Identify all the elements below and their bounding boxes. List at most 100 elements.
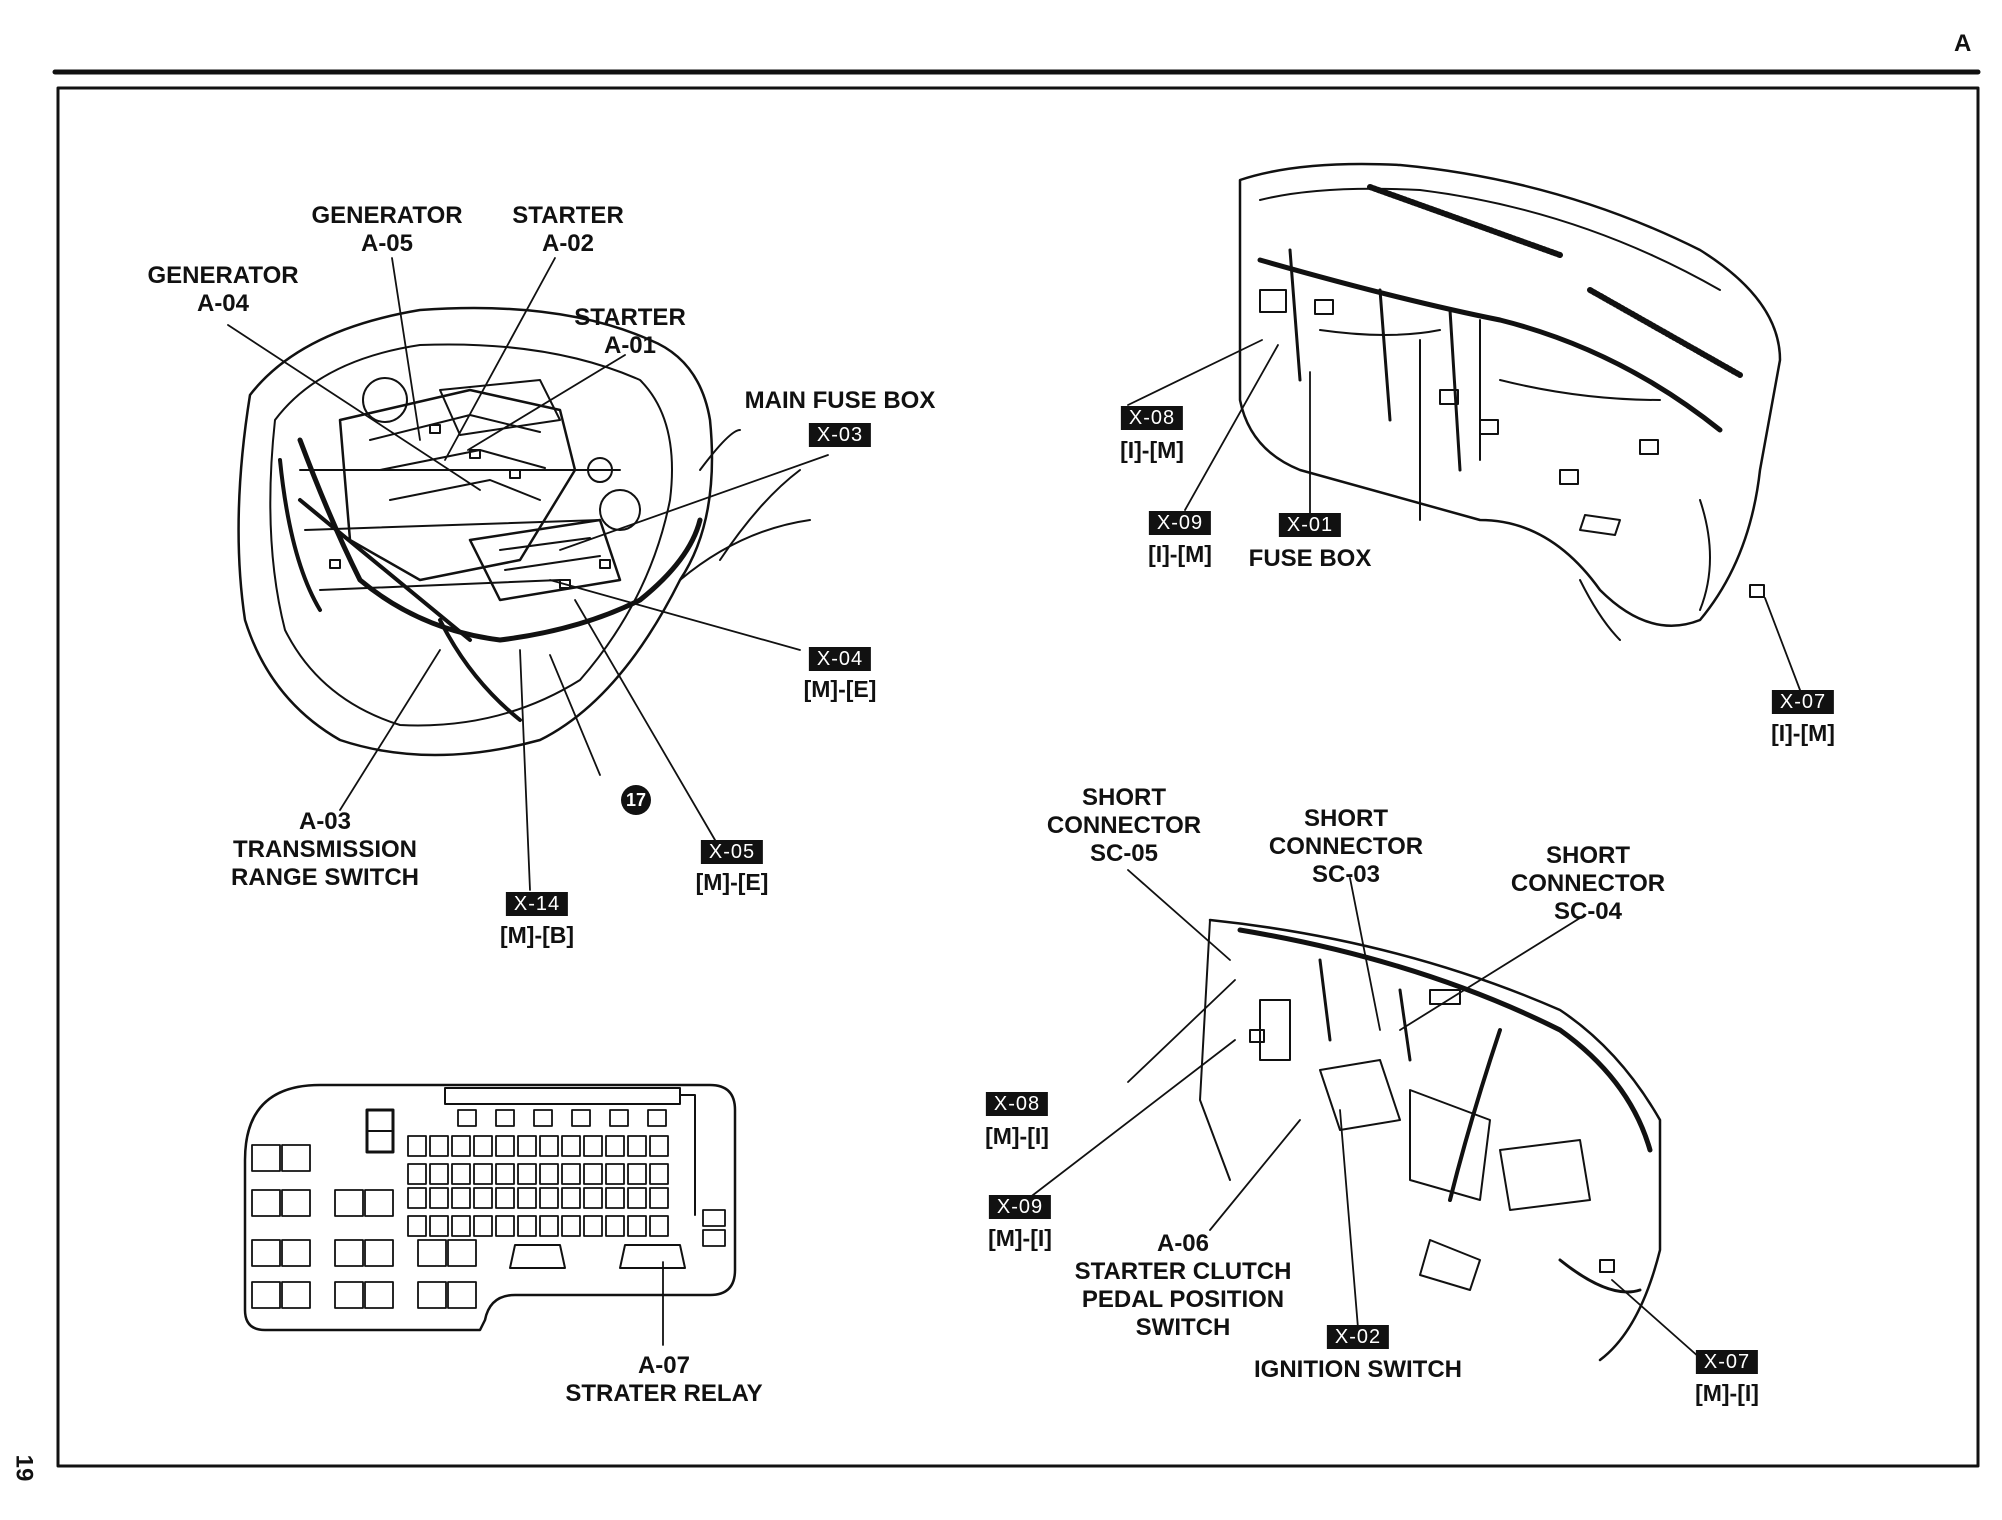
label-a07-line2: STRATER RELAY xyxy=(565,1380,763,1407)
tag-x03: X-03 xyxy=(808,423,872,447)
label-a06-line4: SWITCH xyxy=(1135,1314,1231,1341)
label-generator-a04-line1: GENERATOR xyxy=(147,262,299,289)
fuse-cell xyxy=(583,1187,603,1209)
label-generator-a05-line1: GENERATOR xyxy=(311,202,463,229)
relay-block xyxy=(251,1239,281,1267)
relay-block xyxy=(447,1239,477,1267)
relay-tab xyxy=(609,1109,629,1127)
fuse-cell xyxy=(517,1163,537,1185)
fuse-cell xyxy=(627,1187,647,1209)
label-short-connector-sc04: SHORT CONNECTOR SC-04 xyxy=(1511,842,1665,926)
relay-block xyxy=(334,1189,364,1217)
sub-x04-engine: [M]-[E] xyxy=(803,676,877,702)
fuse-cell xyxy=(627,1135,647,1157)
instrument-panel-lower-illustration xyxy=(1199,918,1662,1362)
fuse-cell xyxy=(407,1187,427,1209)
label-a03-transmission-range-switch: A-03 TRANSMISSION RANGE SWITCH xyxy=(231,808,419,892)
tag-x07-top: X-07 xyxy=(1771,690,1835,714)
fuse-cell xyxy=(495,1187,515,1209)
fuse-cell xyxy=(429,1135,449,1157)
fuse-cell xyxy=(649,1187,669,1209)
fuse-cell xyxy=(407,1163,427,1185)
fuse-cell xyxy=(429,1163,449,1185)
sub-x14: [M]-[B] xyxy=(499,922,575,948)
sub-x08-bottom: [M]-[I] xyxy=(985,1123,1049,1149)
callout-17-number: 17 xyxy=(625,790,647,810)
relay-block xyxy=(417,1239,447,1267)
fuse-cell xyxy=(605,1215,625,1237)
fuse-cell xyxy=(627,1215,647,1237)
fuse-cell xyxy=(539,1187,559,1209)
fuse-cell xyxy=(539,1135,559,1157)
relay-block xyxy=(281,1189,311,1217)
sub-x09-bottom: [M]-[I] xyxy=(988,1225,1052,1251)
relay-block xyxy=(281,1239,311,1267)
fuse-cell xyxy=(495,1163,515,1185)
page-number: 19 xyxy=(10,1454,38,1482)
label-starter-a02-line1: STARTER xyxy=(512,202,624,229)
relay-tab xyxy=(571,1109,591,1127)
label-sc04-line2: CONNECTOR xyxy=(1510,870,1666,897)
tag-x09-bottom: X-09 xyxy=(988,1195,1052,1219)
tag-x07-bottom: X-07 xyxy=(1695,1350,1759,1374)
relay-block xyxy=(417,1281,447,1309)
label-a06-starter-clutch-switch: A-06 STARTER CLUTCH PEDAL POSITION SWITC… xyxy=(1075,1230,1292,1342)
relay-block xyxy=(364,1189,394,1217)
relay-block xyxy=(702,1229,726,1247)
tag-x05: X-05 xyxy=(700,840,764,864)
sub-x08-top: [I]-[M] xyxy=(1120,437,1184,463)
label-sc04-line3: SC-04 xyxy=(1553,898,1623,925)
label-a07-line1: A-07 xyxy=(637,1352,691,1379)
fuse-cell xyxy=(605,1135,625,1157)
relay-block xyxy=(364,1239,394,1267)
fuse-cell xyxy=(583,1215,603,1237)
label-starter-a01-line2: A-01 xyxy=(603,332,657,359)
fuse-cell xyxy=(517,1135,537,1157)
label-generator-a05-line2: A-05 xyxy=(360,230,414,257)
fuse-cell xyxy=(473,1187,493,1209)
fuse-cell xyxy=(539,1215,559,1237)
fuse-cell xyxy=(649,1163,669,1185)
label-sc05-line1: SHORT xyxy=(1081,784,1166,811)
fuse-cell xyxy=(561,1163,581,1185)
fuse-cell xyxy=(473,1163,493,1185)
page-frame xyxy=(52,69,1981,1468)
relay-tab xyxy=(647,1109,667,1127)
fuse-cell xyxy=(407,1215,427,1237)
relay-block xyxy=(251,1144,281,1172)
label-generator-a04: GENERATOR A-04 xyxy=(147,262,298,318)
fuse-cell xyxy=(451,1135,471,1157)
fuse-cell xyxy=(561,1215,581,1237)
fuse-cell xyxy=(429,1215,449,1237)
label-ignition-switch: IGNITION SWITCH xyxy=(1254,1356,1462,1383)
relay-block xyxy=(702,1209,726,1227)
label-sc05-line3: SC-05 xyxy=(1089,840,1159,867)
label-starter-a01: STARTER A-01 xyxy=(574,304,686,360)
relay-block xyxy=(281,1281,311,1309)
label-sc03-line2: CONNECTOR xyxy=(1268,833,1424,860)
label-sc05-line2: CONNECTOR xyxy=(1046,812,1202,839)
tag-x01: X-01 xyxy=(1278,513,1342,537)
fuse-cell xyxy=(649,1135,669,1157)
label-generator-a04-line2: A-04 xyxy=(196,290,250,317)
fuse-cell xyxy=(429,1187,449,1209)
relay-block xyxy=(334,1239,364,1267)
fuse-cell xyxy=(495,1215,515,1237)
relay-block xyxy=(447,1281,477,1309)
fuse-cell xyxy=(539,1163,559,1185)
tag-x08-top: X-08 xyxy=(1120,406,1184,430)
label-a07-starter-relay: A-07 STRATER RELAY xyxy=(565,1352,762,1408)
relay-block xyxy=(334,1281,364,1309)
fuse-cell xyxy=(605,1163,625,1185)
label-main-fuse-box: MAIN FUSE BOX xyxy=(744,387,936,414)
tag-x04-engine: X-04 xyxy=(808,647,872,671)
label-a03-line1: A-03 xyxy=(298,808,352,835)
label-a06-line3: PEDAL POSITION xyxy=(1081,1286,1285,1313)
fuse-cell xyxy=(583,1135,603,1157)
fuse-cell xyxy=(583,1163,603,1185)
label-fuse-box: FUSE BOX xyxy=(1248,545,1372,572)
label-a03-line3: RANGE SWITCH xyxy=(231,864,419,891)
callout-17-marker xyxy=(621,785,651,815)
